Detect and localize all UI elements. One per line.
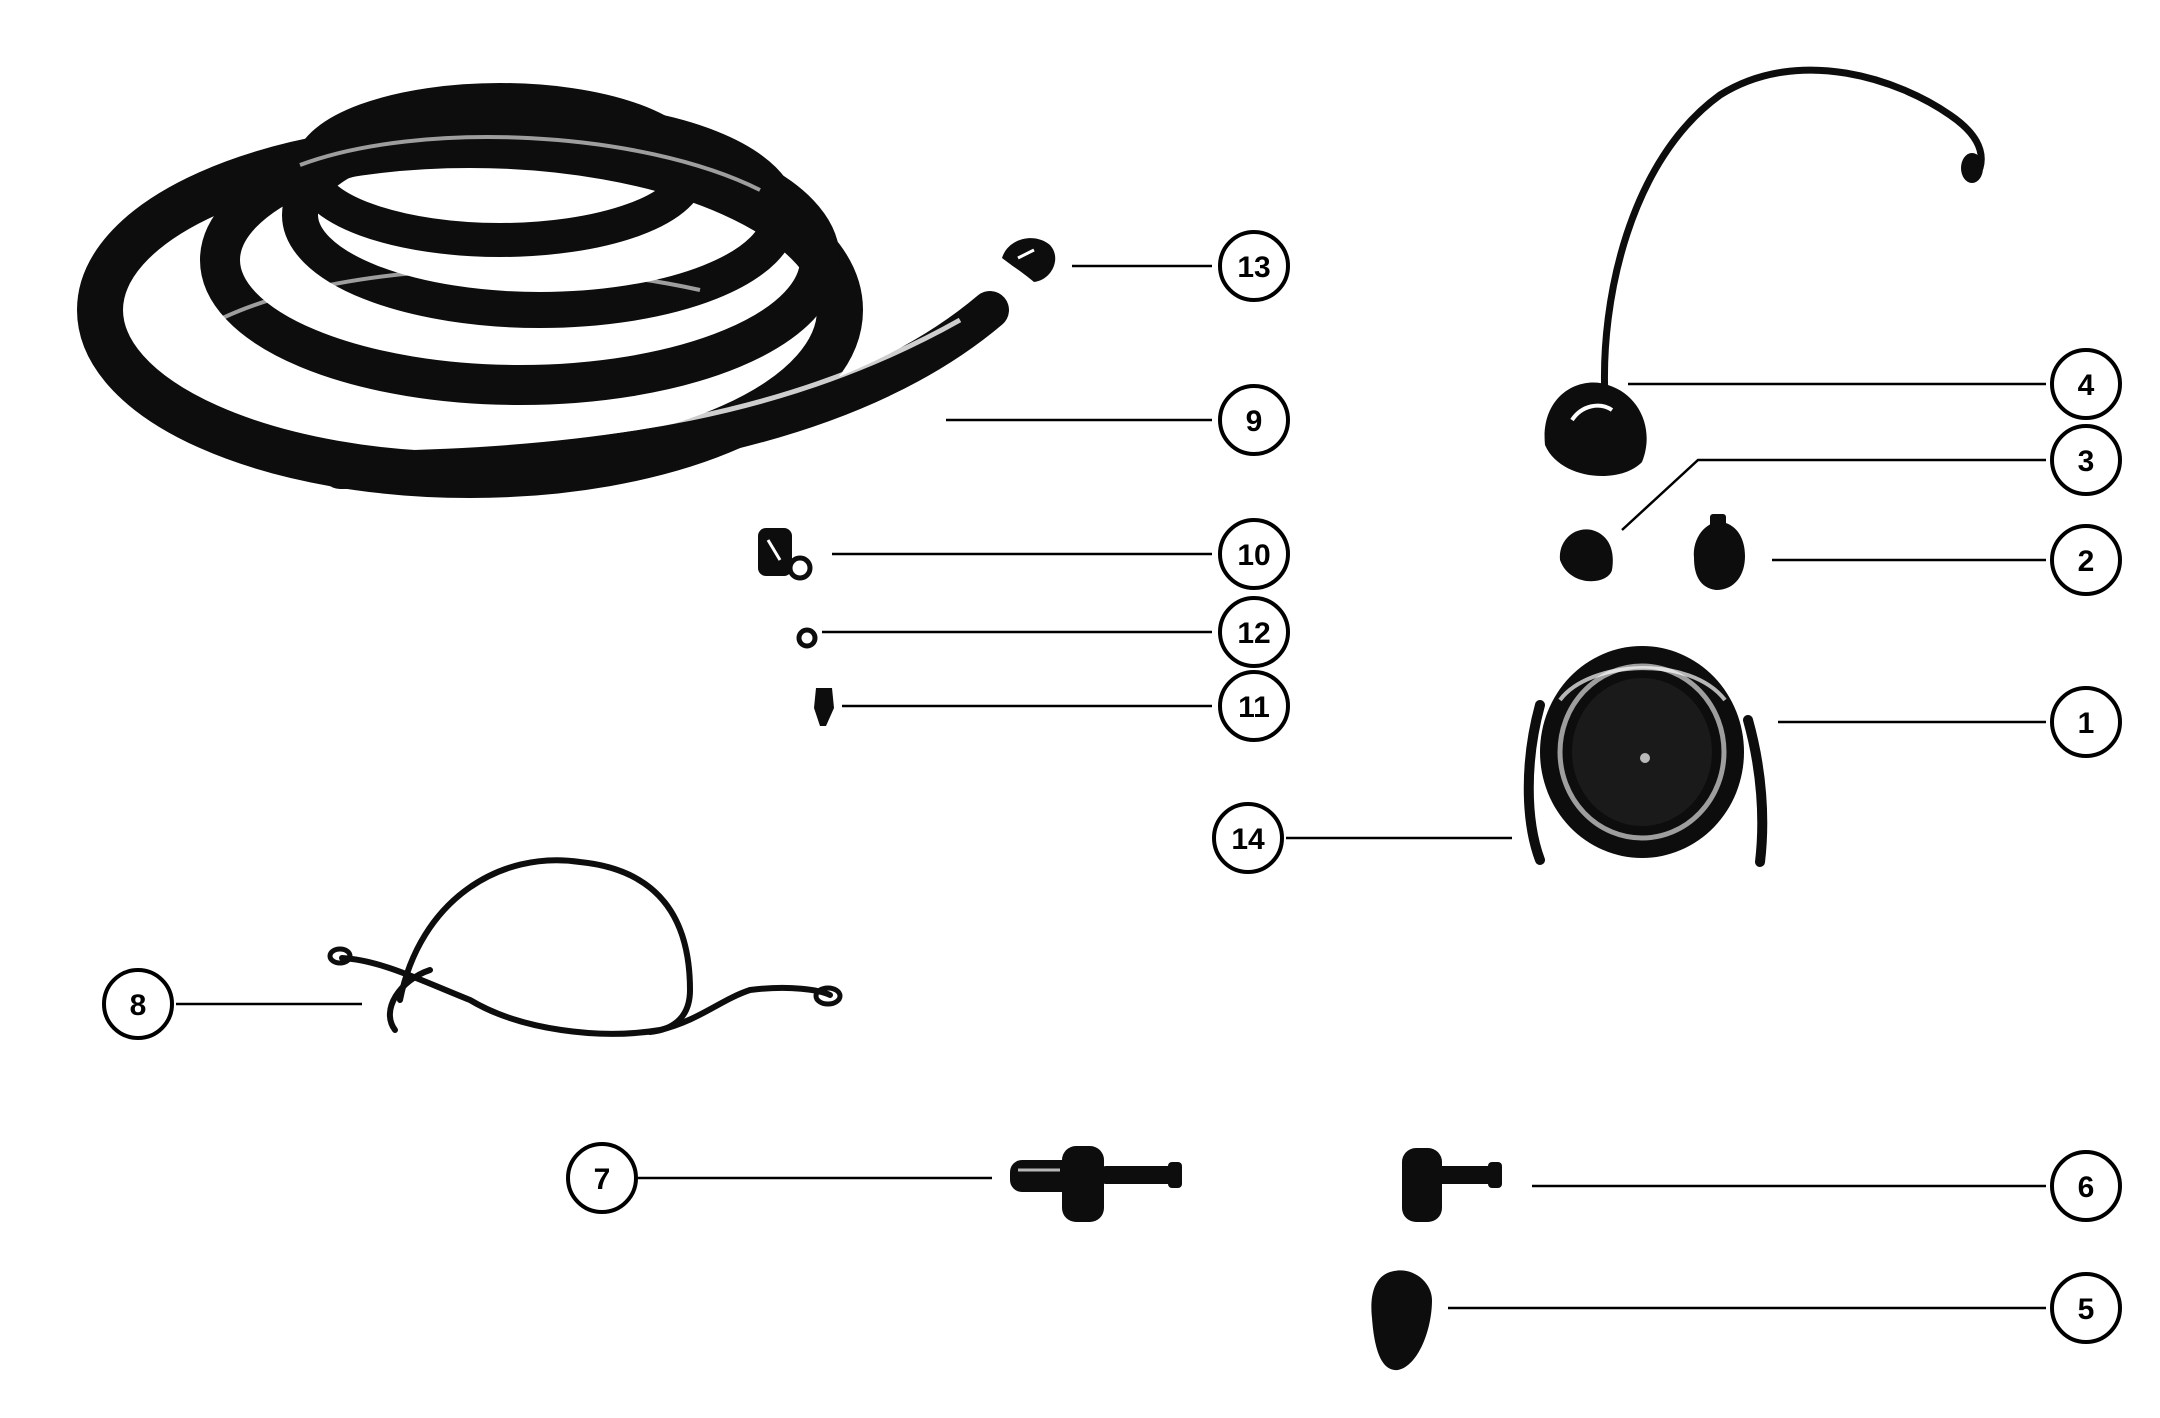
callout-13: 13 <box>1218 230 1290 302</box>
callout-1: 1 <box>2050 686 2122 758</box>
leader-3 <box>1621 458 2046 531</box>
part-11-screw <box>814 688 834 726</box>
part-12-washer <box>796 627 818 649</box>
part-7-fitting <box>1010 1146 1182 1222</box>
svg-text:7: 7 <box>594 1163 611 1196</box>
part-3-cap <box>1559 529 1613 582</box>
svg-text:3: 3 <box>2078 445 2095 478</box>
callout-10: 10 <box>1218 518 1290 590</box>
part-13-clip <box>1002 238 1056 282</box>
callout-3: 3 <box>2050 424 2122 496</box>
callout-4: 4 <box>2050 348 2122 420</box>
svg-text:2: 2 <box>2078 545 2095 578</box>
part-5-plug <box>1371 1270 1432 1371</box>
svg-text:8: 8 <box>130 989 147 1022</box>
part-6-elbow-fitting <box>1402 1148 1502 1222</box>
svg-text:1: 1 <box>2078 707 2095 740</box>
callout-11: 11 <box>1218 670 1290 742</box>
part-8-wire-lead <box>327 857 843 1037</box>
svg-text:13: 13 <box>1237 251 1270 284</box>
part-1-gauge <box>1540 646 1744 858</box>
part-10-clamp <box>758 528 813 581</box>
callout-14: 14 <box>1212 802 1284 874</box>
svg-text:11: 11 <box>1238 691 1270 724</box>
callout-7: 7 <box>566 1142 638 1214</box>
svg-text:10: 10 <box>1237 539 1270 572</box>
svg-text:12: 12 <box>1237 617 1270 650</box>
callout-6: 6 <box>2050 1150 2122 1222</box>
svg-text:6: 6 <box>2078 1171 2095 1204</box>
callout-5: 5 <box>2050 1272 2122 1344</box>
svg-text:14: 14 <box>1231 823 1265 856</box>
svg-text:9: 9 <box>1246 405 1263 438</box>
callout-12: 12 <box>1218 596 1290 668</box>
part-14-bracket <box>1523 700 1768 867</box>
svg-text:4: 4 <box>2078 369 2095 402</box>
callout-2: 2 <box>2050 524 2122 596</box>
callout-8: 8 <box>102 968 174 1040</box>
part-4-sender-with-lead <box>1544 66 1985 477</box>
callout-9: 9 <box>1218 384 1290 456</box>
part-2-cap <box>1693 514 1745 590</box>
part-9-hose-coil <box>77 83 1009 498</box>
svg-text:5: 5 <box>2078 1293 2095 1326</box>
